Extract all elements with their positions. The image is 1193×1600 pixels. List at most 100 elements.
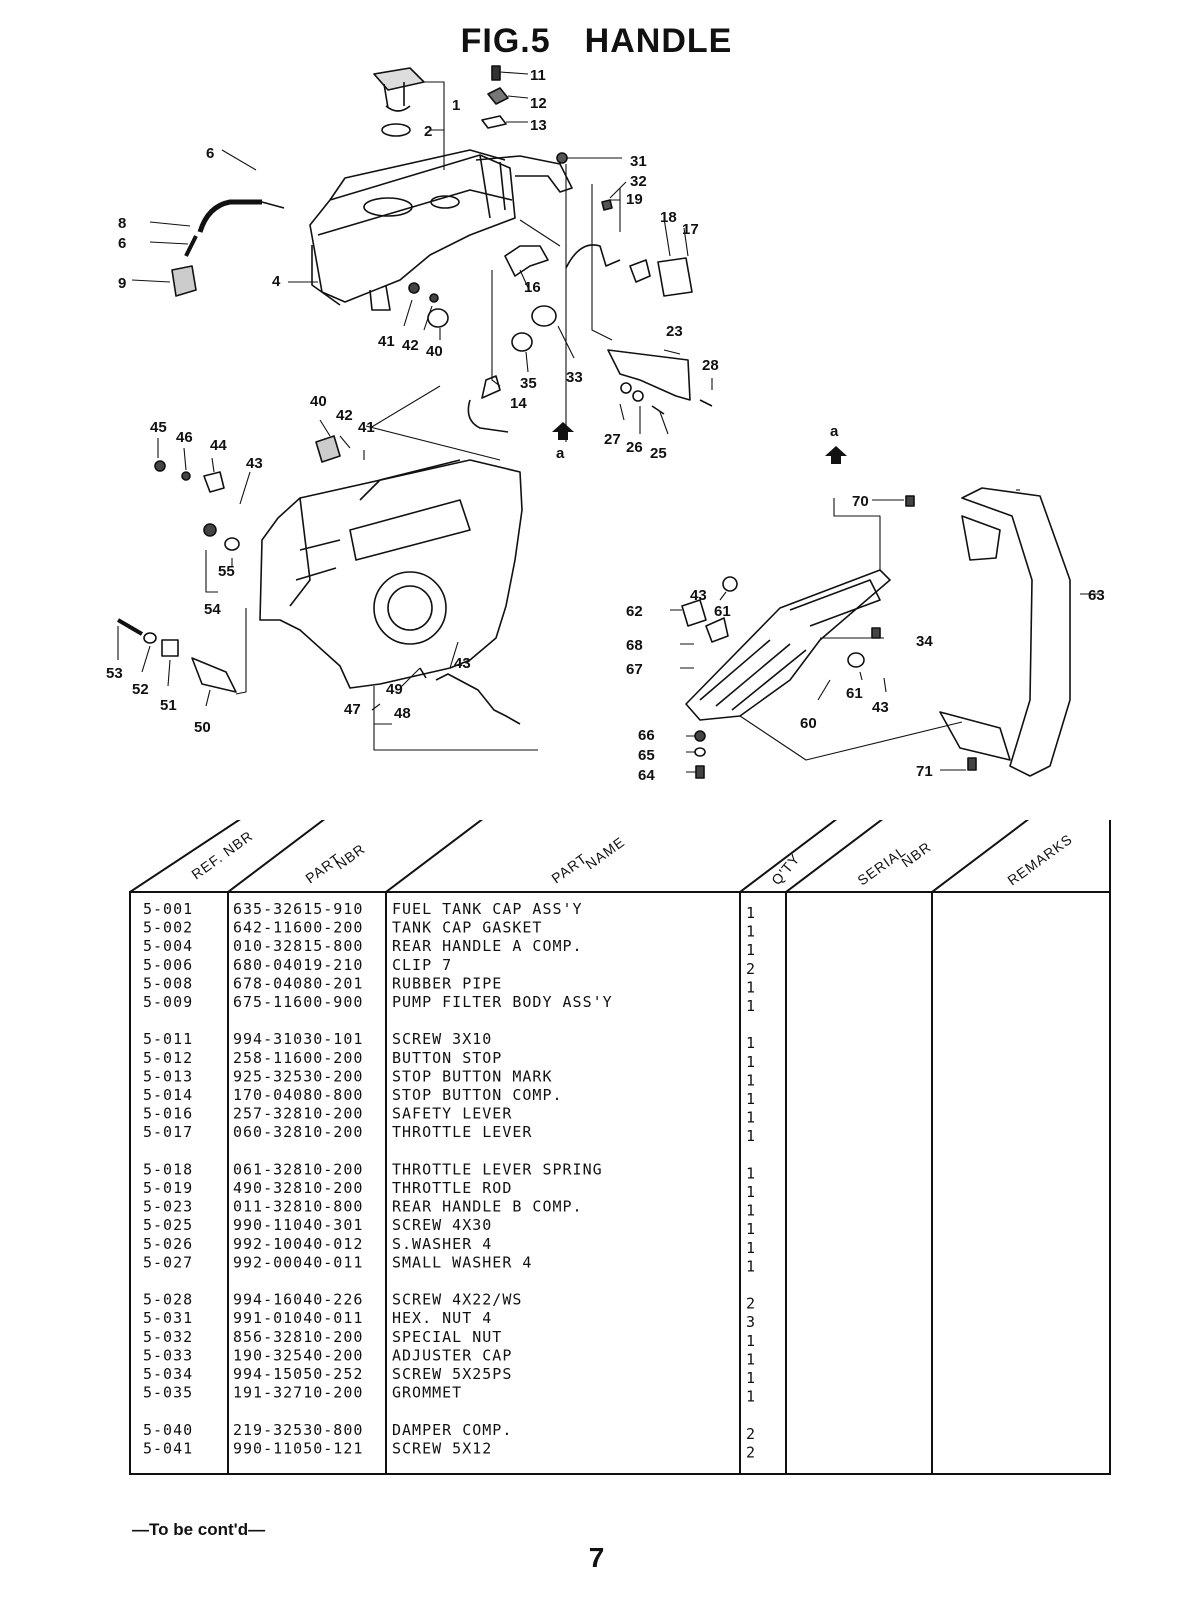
callout-43-bottom: 43 xyxy=(454,655,471,672)
cell-part: 258-11600-200 xyxy=(233,1049,363,1067)
callout-62: 62 xyxy=(626,603,643,620)
cell-name: RUBBER PIPE xyxy=(392,974,502,992)
callout-13: 13 xyxy=(530,117,547,134)
cell-qty: 2 xyxy=(746,960,756,978)
cell-part: 191-32710-200 xyxy=(233,1384,363,1402)
cell-qty: 2 xyxy=(746,1425,756,1443)
cell-part: 994-31030-101 xyxy=(233,1030,363,1048)
callout-32: 32 xyxy=(630,173,647,190)
cell-name: SPECIAL NUT xyxy=(392,1328,502,1346)
figure-name: HANDLE xyxy=(584,22,733,60)
cell-qty: 1 xyxy=(746,1332,756,1350)
cell-qty: 1 xyxy=(746,941,756,959)
cell-ref: 5-031 xyxy=(143,1309,193,1327)
bottom-plate-drawing xyxy=(681,569,891,721)
callout-14: 14 xyxy=(510,395,527,412)
cell-ref: 5-014 xyxy=(143,1086,193,1104)
callout-2: 2 xyxy=(424,123,432,140)
page-number: 7 xyxy=(588,1542,605,1573)
header-ref-nbr: REF. NBR xyxy=(188,827,255,882)
callout-19: 19 xyxy=(626,191,643,208)
cell-qty: 2 xyxy=(746,1295,756,1313)
cell-qty: 1 xyxy=(746,1127,756,1145)
cell-name: SCREW 4X30 xyxy=(392,1216,492,1234)
cell-part: 060-32810-200 xyxy=(233,1123,363,1141)
cell-name: THROTTLE LEVER SPRING xyxy=(392,1160,603,1178)
callout-53: 53 xyxy=(106,665,123,682)
cell-qty: 1 xyxy=(746,1071,756,1089)
callout-27: 27 xyxy=(604,431,621,448)
cell-qty: 1 xyxy=(746,1388,756,1406)
callout-25: 25 xyxy=(650,445,667,462)
stop-switch-wire-drawing xyxy=(467,375,509,433)
callout-49: 49 xyxy=(386,681,403,698)
header-part-nbr-line2: NBR xyxy=(332,840,368,872)
callout-a-left: a xyxy=(556,445,565,462)
callout-43-right: 43 xyxy=(872,699,889,716)
cell-ref: 5-028 xyxy=(143,1291,193,1309)
cell-qty: 1 xyxy=(746,904,756,922)
callout-42-mid: 42 xyxy=(336,407,353,424)
table-grid xyxy=(129,820,1111,1475)
callout-67: 67 xyxy=(626,661,643,678)
cell-part: 680-04019-210 xyxy=(233,956,363,974)
cell-part: 992-10040-012 xyxy=(233,1235,363,1253)
cell-ref: 5-032 xyxy=(143,1328,193,1346)
cell-name: TANK CAP GASKET xyxy=(392,919,542,937)
cell-name: BUTTON STOP xyxy=(392,1049,502,1067)
cell-name: ADJUSTER CAP xyxy=(392,1346,512,1364)
callout-51: 51 xyxy=(160,697,177,714)
cell-name: STOP BUTTON COMP. xyxy=(392,1086,563,1104)
callout-61-top: 61 xyxy=(714,603,731,620)
cell-part: 061-32810-200 xyxy=(233,1160,363,1178)
cell-ref: 5-018 xyxy=(143,1160,193,1178)
cell-part: 635-32615-910 xyxy=(233,900,363,918)
cell-part: 642-11600-200 xyxy=(233,919,363,937)
cell-qty: 1 xyxy=(746,1109,756,1127)
cell-ref: 5-034 xyxy=(143,1365,193,1383)
cell-name: THROTTLE LEVER xyxy=(392,1123,532,1141)
cell-ref: 5-008 xyxy=(143,974,193,992)
cell-part: 856-32810-200 xyxy=(233,1328,363,1346)
cell-part: 994-16040-226 xyxy=(233,1291,363,1309)
cell-part: 011-32810-800 xyxy=(233,1198,363,1216)
plate-fasteners-drawing xyxy=(694,495,977,779)
left-fasteners-drawing xyxy=(116,460,237,693)
cell-qty: 3 xyxy=(746,1313,756,1331)
cell-part: 675-11600-900 xyxy=(233,993,363,1011)
throttle-lever-drawing xyxy=(504,244,693,297)
callout-61-bottom: 61 xyxy=(846,685,863,702)
callout-9: 9 xyxy=(118,275,126,292)
callout-6-bottom: 6 xyxy=(118,235,126,252)
callout-41-mid: 41 xyxy=(358,419,375,436)
cell-part: 490-32810-200 xyxy=(233,1179,363,1197)
callout-44: 44 xyxy=(210,437,227,454)
cell-part: 678-04080-201 xyxy=(233,974,363,992)
cell-name: HEX. NUT 4 xyxy=(392,1309,492,1327)
cell-ref: 5-023 xyxy=(143,1198,193,1216)
cell-part: 990-11040-301 xyxy=(233,1216,363,1234)
callout-46: 46 xyxy=(176,429,193,446)
callout-55: 55 xyxy=(218,563,235,580)
callout-12: 12 xyxy=(530,95,547,112)
callout-16: 16 xyxy=(524,279,541,296)
callout-1: 1 xyxy=(452,97,460,114)
cell-qty: 1 xyxy=(746,923,756,941)
cell-part: 190-32540-200 xyxy=(233,1346,363,1364)
cell-part: 925-32530-200 xyxy=(233,1067,363,1085)
